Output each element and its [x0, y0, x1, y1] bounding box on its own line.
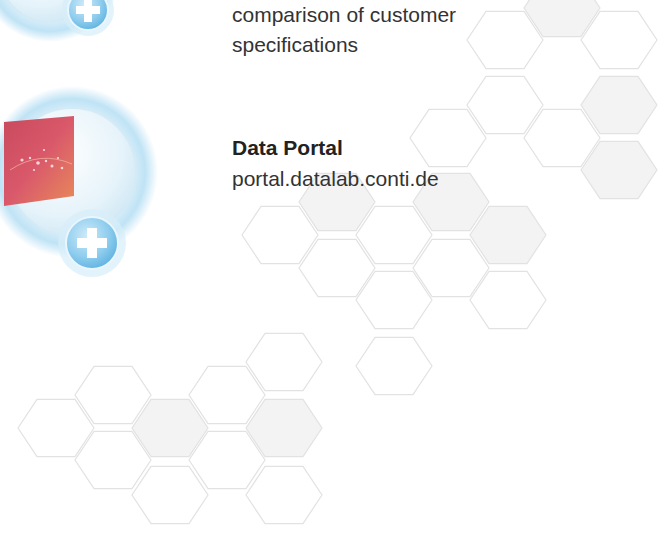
feature-description: comparison of customer specifications [232, 0, 477, 60]
hexagon [246, 333, 322, 390]
hexagon [524, 0, 600, 37]
hexagon [581, 141, 657, 198]
hexagon [242, 206, 318, 263]
hexagon [467, 76, 543, 133]
hexagon [132, 466, 208, 523]
url-text: portal.datalab.conti.de [232, 164, 552, 194]
hexagon [189, 366, 265, 423]
hexagon [470, 271, 546, 328]
hexagon [75, 366, 151, 423]
hexagon [356, 337, 432, 394]
icon-glow [0, 0, 122, 42]
hexagon [410, 109, 486, 166]
data-card [4, 116, 74, 206]
hexagon [75, 431, 151, 488]
feature-title: Data Portal [232, 133, 532, 163]
hexagon [581, 11, 657, 68]
hexagon [470, 206, 546, 263]
hexagon [356, 206, 432, 263]
hexagon [581, 76, 657, 133]
hexagon [356, 271, 432, 328]
hexagon [246, 399, 322, 456]
hexagon [246, 466, 322, 523]
